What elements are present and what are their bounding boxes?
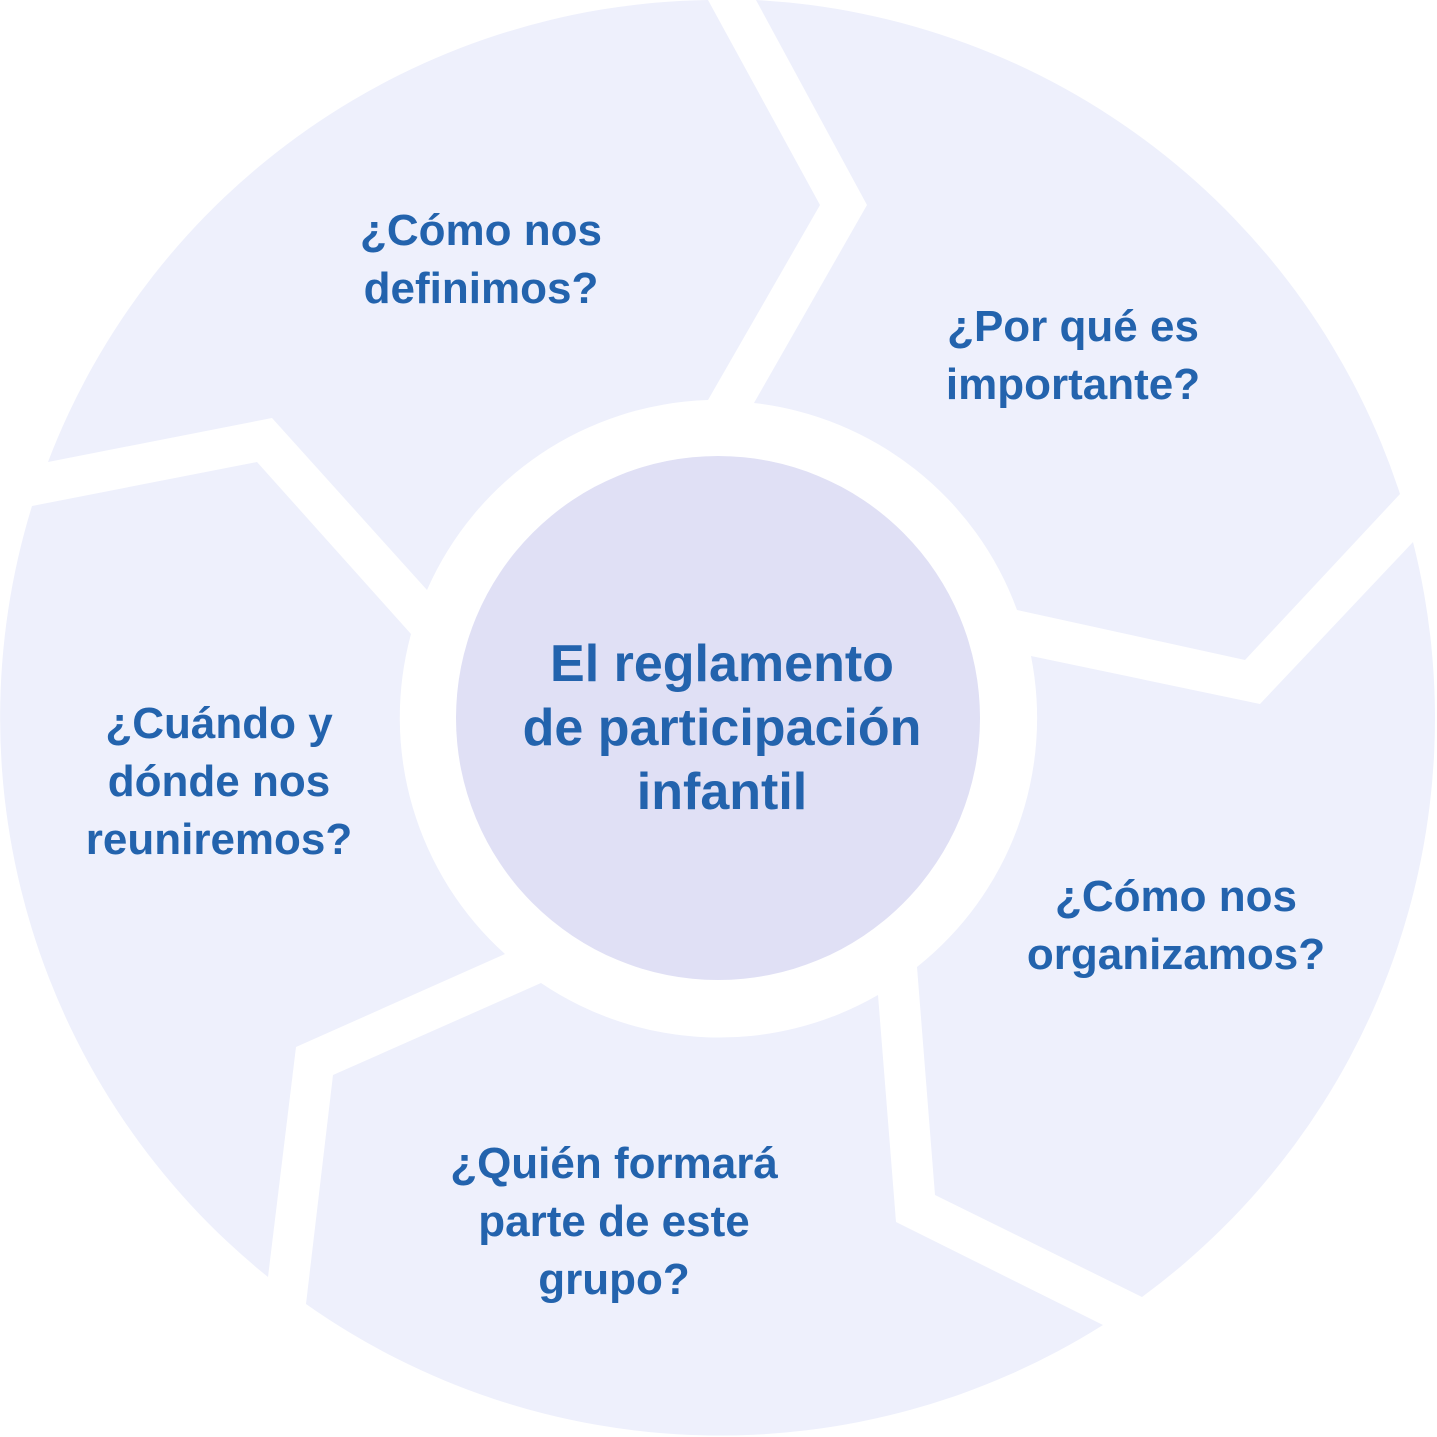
label-line: grupo?	[538, 1255, 690, 1304]
center-title-line: infantil	[636, 763, 808, 821]
segment-membership	[306, 983, 1103, 1436]
center-circle	[456, 456, 980, 980]
label-line: definimos?	[363, 264, 599, 313]
segment-importance	[754, 0, 1400, 660]
segment-definition	[48, 0, 820, 590]
segment-label-membership: ¿Quién formará parte de este grupo?	[450, 1135, 778, 1309]
label-line: reuniremos?	[85, 815, 353, 864]
center-title: El reglamento de participación infantil	[523, 632, 922, 824]
label-line: importante?	[945, 360, 1201, 409]
segment-label-definition: ¿Cómo nos definimos?	[360, 202, 602, 318]
label-line: ¿Cómo nos	[360, 206, 602, 255]
label-line: parte de este	[478, 1197, 750, 1246]
label-line: ¿Cuándo y	[105, 699, 333, 748]
segment-organization	[917, 542, 1435, 1297]
segment-meetings	[0, 462, 505, 1277]
label-line: dónde nos	[107, 757, 331, 806]
label-line: organizamos?	[1026, 930, 1326, 979]
label-line: ¿Quién formará	[450, 1139, 778, 1188]
segment-label-importance: ¿Por qué es importante?	[946, 298, 1200, 414]
center-title-line: El reglamento	[550, 635, 894, 693]
label-line: ¿Cómo nos	[1055, 872, 1297, 921]
center-title-line: de participación	[522, 699, 922, 757]
label-line: ¿Por qué es	[947, 302, 1199, 351]
segment-label-organization: ¿Cómo nos organizamos?	[1027, 868, 1325, 984]
segment-label-meetings: ¿Cuándo y dónde nos reuniremos?	[86, 695, 353, 869]
